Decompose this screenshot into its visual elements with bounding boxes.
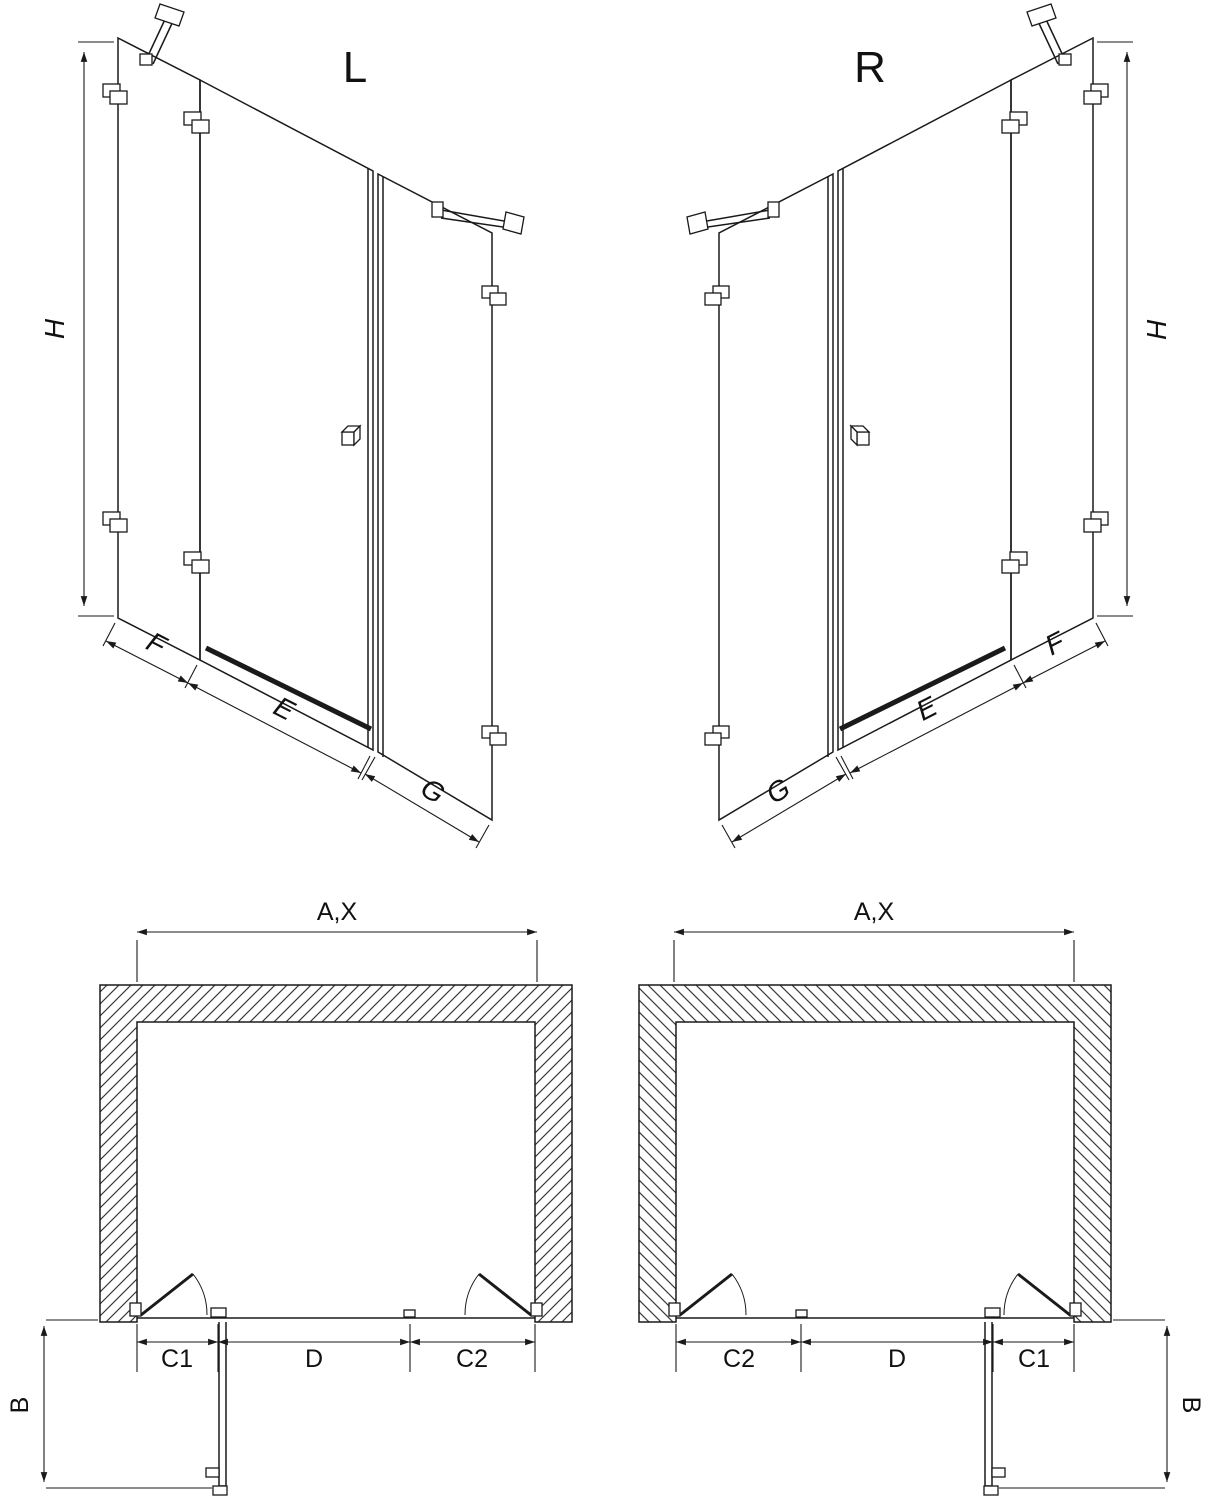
dim-label-b-right: B: [1177, 1397, 1205, 1414]
variant-label-right: R: [854, 43, 886, 92]
door-handle-icon: [205, 1467, 220, 1478]
plan-dimension-lines: [40, 928, 538, 1489]
dim-label-height-left: H: [39, 318, 70, 339]
hinge-icon: [183, 111, 210, 574]
dim-label-d-left: D: [305, 1345, 323, 1373]
plan-view-left: [40, 928, 573, 1496]
wall-bracket-icon: [102, 83, 128, 533]
dim-label-d-right: D: [888, 1345, 906, 1373]
corner-panel-swing: [464, 1272, 532, 1317]
dim-label-c2-left: C2: [456, 1345, 488, 1373]
dim-label-e-left: E: [269, 690, 300, 726]
clamp-icon: [481, 285, 507, 746]
iso-view-left: [78, 3, 525, 849]
dim-label-height-right: H: [1141, 319, 1172, 340]
plan-view-right: [639, 932, 1167, 1495]
dim-label-c1-left: C1: [161, 1345, 193, 1373]
support-arm-icon: [431, 201, 525, 235]
dim-label-e-right: E: [911, 690, 942, 726]
dim-label-c2-right: C2: [723, 1345, 755, 1373]
walls-hatched: [99, 984, 573, 1323]
iso-dimension-lines: [78, 41, 490, 849]
variant-label-left: L: [343, 43, 367, 92]
open-door: [205, 1322, 228, 1496]
hinge-icon: [129, 1302, 543, 1318]
dim-label-width-right: A,X: [854, 898, 895, 926]
dim-label-b-left: B: [6, 1397, 34, 1414]
dim-label-width-left: A,X: [317, 898, 358, 926]
dim-label-c1-right: C1: [1018, 1345, 1050, 1373]
door-handle-icon: [340, 424, 362, 447]
ceiling-brace-icon: [139, 3, 185, 66]
dim-label-f-right: F: [1040, 625, 1071, 661]
iso-view-right: [687, 4, 1133, 848]
glass-panels: [117, 36, 493, 822]
corner-panel-swing: [140, 1272, 208, 1317]
